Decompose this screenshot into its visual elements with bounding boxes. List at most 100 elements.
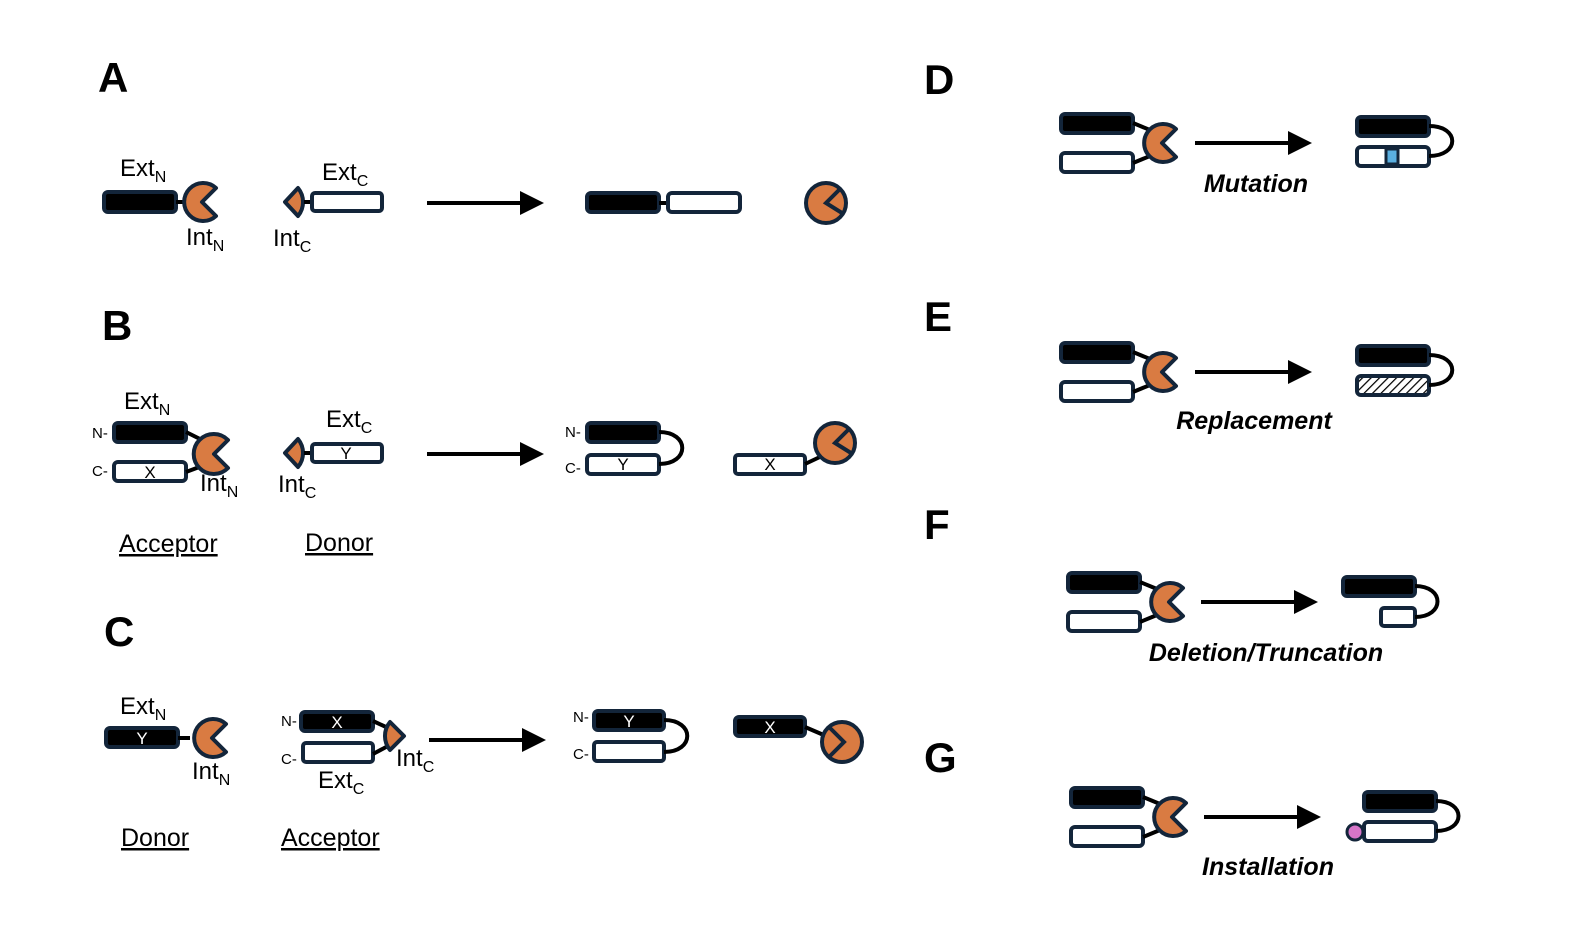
- acceptor-caption: Acceptor: [281, 824, 380, 852]
- panel-b: B ExtN N- C- X IntN ExtC Y IntC N- C- Y …: [92, 302, 857, 558]
- product-n-extein: [1355, 115, 1431, 138]
- panel-d: D Mutation: [924, 56, 1455, 198]
- c-extein-block-y: [310, 442, 384, 464]
- arrow-head: [520, 191, 544, 215]
- product-n-extein: [585, 191, 661, 214]
- c-terminus-label: C-: [565, 460, 581, 477]
- ext-c-label: ExtC: [322, 159, 368, 190]
- loop-linker: [1428, 353, 1455, 387]
- intein-n-pacman: [1149, 581, 1185, 623]
- mutation-site-marker: [1384, 147, 1400, 166]
- c-terminus-label: C-: [573, 746, 589, 763]
- operation-label: Mutation: [1204, 170, 1308, 198]
- operation-label: Installation: [1202, 853, 1334, 881]
- byproduct-extein-x: [733, 715, 807, 738]
- product-insert-y: Y: [617, 455, 628, 474]
- panel-c: C ExtN Y IntN N- X C- IntC ExtC N- Y C- …: [104, 608, 864, 852]
- truncated-c-extein: [1379, 606, 1417, 628]
- int-c-label: IntC: [273, 225, 311, 256]
- panel-g: G Installation: [924, 734, 1461, 881]
- donor-caption: Donor: [305, 529, 373, 557]
- panel-e: E Replacement: [924, 293, 1455, 435]
- c-terminus-label: C-: [281, 751, 297, 768]
- panel-a: A ExtN IntN ExtC IntC: [98, 54, 848, 256]
- c-extein-block: [1059, 151, 1135, 174]
- donor-insert-y: Y: [136, 729, 147, 748]
- product-c-extein: [1362, 820, 1438, 843]
- panel-label-d: D: [924, 56, 954, 103]
- acceptor-insert-x: X: [331, 713, 342, 732]
- panel-label-a: A: [98, 54, 128, 101]
- linker: [1139, 613, 1158, 624]
- loop-linker: [658, 430, 685, 466]
- panel-label-f: F: [924, 501, 950, 548]
- linker: [372, 719, 387, 729]
- int-c-label: IntC: [278, 471, 316, 502]
- arrow-head: [520, 442, 544, 466]
- c-terminus-label: C-: [92, 463, 108, 480]
- intein-n-pacman: [191, 432, 230, 476]
- product-c-extein: [592, 740, 666, 763]
- int-n-label: IntN: [200, 470, 238, 501]
- int-n-label: IntN: [186, 224, 224, 255]
- n-extein-block: [1066, 571, 1142, 594]
- linker: [1132, 154, 1151, 165]
- loop-linker: [1435, 799, 1461, 833]
- n-terminus-label: N-: [92, 425, 108, 442]
- int-n-label: IntN: [192, 758, 230, 789]
- intein-n-pacman: [1142, 122, 1178, 164]
- acceptor-insert-x: X: [144, 463, 155, 482]
- n-terminus-label: N-: [565, 424, 581, 441]
- n-extein-block: [1059, 341, 1135, 364]
- n-terminus-label: N-: [281, 713, 297, 730]
- intein-n-pacman: [192, 717, 228, 759]
- byproduct-insert-x: X: [764, 718, 775, 737]
- excised-intein-notch: [831, 427, 853, 455]
- ext-n-label: ExtN: [120, 693, 166, 724]
- product-n-extein: [1355, 344, 1431, 367]
- linker: [1132, 350, 1151, 361]
- loop-linker: [663, 718, 690, 754]
- c-extein-block: [1059, 380, 1135, 403]
- byproduct-insert-x: X: [764, 455, 775, 474]
- operation-label: Replacement: [1176, 407, 1333, 435]
- arrow-head: [1294, 590, 1318, 614]
- panel-label-e: E: [924, 293, 952, 340]
- c-extein-block: [1066, 610, 1142, 633]
- arrow-head: [1288, 360, 1312, 384]
- installed-modification-marker: [1345, 822, 1365, 842]
- intein-c-wedge: [382, 720, 406, 752]
- loop-linker: [1428, 124, 1455, 158]
- linker: [1142, 795, 1161, 806]
- c-extein-block: [1069, 825, 1145, 848]
- arrow-head: [1297, 805, 1321, 829]
- donor-insert-y: Y: [340, 444, 351, 463]
- intein-c-wedge: [283, 186, 306, 218]
- ext-n-label: ExtN: [120, 155, 166, 186]
- replaced-segment-hatched: [1355, 374, 1431, 397]
- panel-label-g: G: [924, 734, 957, 781]
- panel-f: F Deletion/Truncation: [924, 501, 1440, 667]
- arrow-head: [1288, 131, 1312, 155]
- product-n-extein: [585, 421, 661, 444]
- n-extein-block: [1069, 786, 1145, 809]
- linker: [1132, 383, 1151, 394]
- n-extein-block: [1059, 112, 1135, 135]
- product-n-extein: [1341, 575, 1417, 598]
- panel-label-b: B: [102, 302, 132, 349]
- n-terminus-label: N-: [573, 709, 589, 726]
- n-extein-block: [112, 421, 188, 444]
- acceptor-caption: Acceptor: [119, 530, 218, 558]
- excised-intein-notch: [822, 187, 844, 215]
- c-extein-block: [301, 741, 375, 764]
- int-c-label: IntC: [396, 745, 434, 776]
- intein-c-wedge: [283, 437, 306, 469]
- linker: [1142, 828, 1161, 839]
- ext-c-label: ExtC: [318, 767, 364, 798]
- donor-caption: Donor: [121, 824, 189, 852]
- excised-intein-notch: [828, 726, 847, 758]
- intein-n-pacman: [1142, 351, 1178, 393]
- arrow-head: [522, 728, 546, 752]
- intein-n-pacman: [1152, 796, 1188, 838]
